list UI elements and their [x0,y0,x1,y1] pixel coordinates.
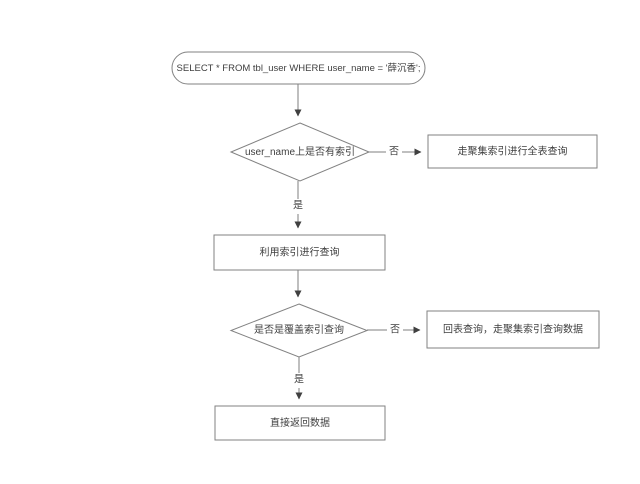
node-decision-has-index-label: user_name上是否有索引 [245,145,355,158]
node-return-data-label: 直接返回数据 [270,416,330,429]
node-decision-covering-index-label: 是否是覆盖索引查询 [254,323,344,336]
node-start: SELECT * FROM tbl_user WHERE user_name =… [171,51,426,85]
edge-decision1-yes: 是 [290,181,306,229]
edge-label-no-2: 否 [390,324,400,336]
node-back-to-table-query-label: 回表查询，走聚集索引查询数据 [443,323,583,336]
node-decision-covering-index: 是否是覆盖索引查询 [229,303,369,358]
edge-decision1-no: 否 [369,144,422,160]
node-full-table-scan: 走聚集索引进行全表查询 [427,134,598,169]
node-decision-has-index: user_name上是否有索引 [229,122,371,182]
edge-label-no-1: 否 [389,146,399,158]
node-return-data: 直接返回数据 [214,405,386,441]
edge-decision2-no: 否 [367,322,421,338]
edge-label-yes-1: 是 [293,200,303,212]
edge-label-yes-2: 是 [294,374,304,386]
edge-decision2-yes: 是 [291,357,307,400]
node-use-index-query-label: 利用索引进行查询 [260,246,340,259]
node-use-index-query: 利用索引进行查询 [213,234,386,271]
node-full-table-scan-label: 走聚集索引进行全表查询 [458,145,568,158]
node-back-to-table-query: 回表查询，走聚集索引查询数据 [426,310,600,349]
node-start-label: SELECT * FROM tbl_user WHERE user_name =… [177,62,421,74]
